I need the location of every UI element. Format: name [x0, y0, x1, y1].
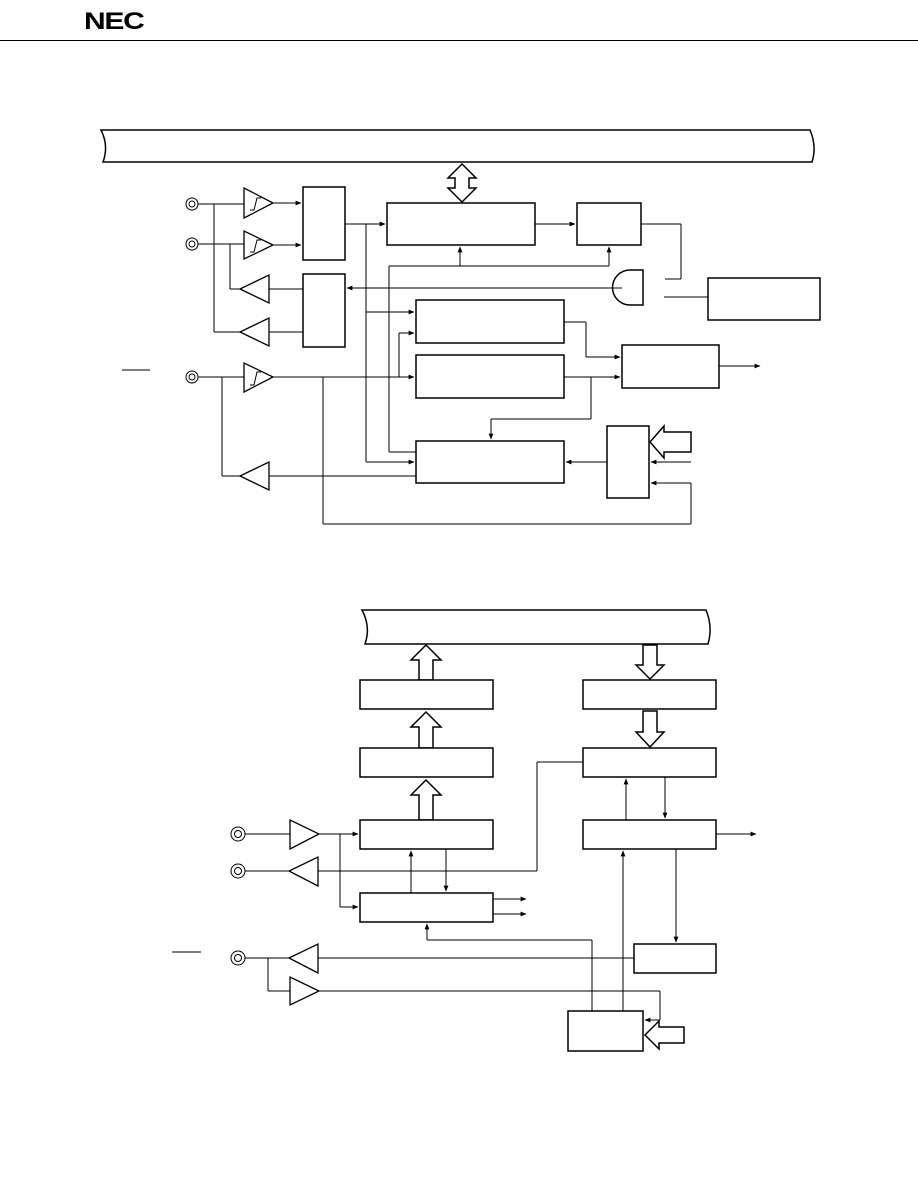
schmitt-buffer-3 [243, 361, 275, 394]
clock-select-block [606, 425, 650, 499]
output-selector-block [302, 273, 346, 348]
interrupt-block [621, 344, 720, 389]
internal-bus-2 [360, 609, 711, 645]
transmit-register-block [582, 747, 717, 778]
and-gate [611, 269, 644, 306]
status-block [707, 277, 821, 321]
pin-4 [230, 826, 246, 842]
receive-register-block [359, 747, 494, 778]
internal-bus-1 [99, 129, 815, 163]
compare-block-2 [415, 354, 565, 399]
hollow-arrow-up-2 [409, 710, 443, 749]
shift-block [415, 440, 565, 484]
pin-5 [230, 863, 246, 879]
input-buffer-7 [289, 975, 321, 1007]
wires-1 [198, 200, 761, 525]
output-buffer-1 [238, 273, 270, 305]
data-register-block [386, 202, 536, 246]
receive-control-block [359, 819, 494, 850]
hollow-arrow-up-1 [409, 643, 443, 681]
hollow-arrow-baud-input [643, 1019, 685, 1051]
pin-2 [185, 237, 199, 251]
selector-block [302, 186, 346, 261]
input-buffer-4 [289, 818, 321, 851]
output-buffer-6 [287, 942, 319, 975]
pin-3 [185, 370, 199, 384]
diagram-1 [99, 129, 821, 525]
control-block [576, 202, 642, 246]
schmitt-buffer-1 [243, 186, 275, 220]
hollow-arrow-clock-input [649, 424, 692, 460]
wires-2 [245, 761, 757, 1023]
hollow-arrow-down-1 [634, 644, 666, 681]
transmit-control-block [582, 819, 717, 850]
receive-buffer-block [359, 679, 494, 710]
bus-arrow-bidirectional [446, 162, 478, 204]
baud-generator-block [567, 1010, 644, 1052]
compare-block-1 [415, 299, 565, 344]
transmit-buffer-block [582, 679, 717, 710]
output-control-block [633, 943, 717, 974]
output-buffer-5 [287, 855, 319, 888]
header-rule [0, 40, 918, 41]
output-buffer-3 [238, 460, 270, 492]
hollow-arrow-down-2 [634, 710, 666, 749]
output-buffer-2 [238, 316, 270, 348]
pin-1 [185, 197, 199, 211]
nec-logo: NEC [84, 8, 145, 35]
schmitt-buffer-2 [243, 229, 275, 261]
hollow-arrow-up-3 [409, 778, 443, 821]
pin-6 [230, 950, 246, 966]
detect-block [359, 892, 494, 923]
diagram-2 [172, 609, 757, 1052]
